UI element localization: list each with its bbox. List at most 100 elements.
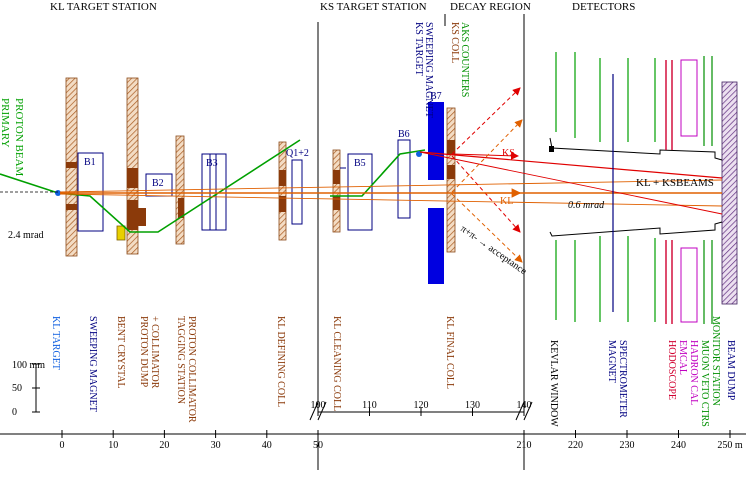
kevlar-window-mark	[549, 146, 554, 152]
collimator-insert	[138, 208, 146, 226]
ks-decay-down	[451, 155, 521, 233]
axis-tick-label: 210	[517, 440, 532, 451]
cleaning-insert-top	[333, 170, 340, 184]
axis-tick-label: 40	[262, 440, 272, 451]
ks-proton-beam	[330, 149, 426, 197]
scale-tick-50: 50	[12, 383, 22, 394]
b2-label: B2	[152, 178, 164, 189]
detectors-title: DETECTORS	[572, 1, 635, 13]
ks-decay-up	[451, 87, 521, 155]
axis-tick-label: 140	[517, 400, 532, 411]
axis-tick-label: 230	[620, 440, 635, 451]
kl-cleaning-collimator	[332, 149, 341, 233]
position-axis	[0, 401, 746, 470]
kl-target-insert-bottom	[66, 204, 77, 210]
axis-tick-label: 30	[211, 440, 221, 451]
tagging-insert	[178, 198, 184, 218]
acceptance-label: π+π- → acceptance	[458, 223, 529, 277]
axis-tick-label: 10	[108, 440, 118, 451]
b3-magnet	[201, 153, 227, 231]
angle-24-label: 2.4 mrad	[8, 230, 44, 241]
ks-target-label: KS TARGET	[413, 22, 424, 76]
aks-counters-label: AKS COUNTERS	[459, 22, 470, 97]
scale-tick-0: 0	[12, 407, 17, 418]
kl-target-label: KL TARGET	[50, 316, 61, 370]
axis-tick-label: 20	[159, 440, 169, 451]
spectrometer-label: SPECTROMETER	[617, 340, 628, 418]
plus-collimator-label: + COLLIMATOR	[149, 316, 160, 389]
monitor-station-label: MONITOR STATION	[710, 316, 721, 406]
b1-label: B1	[84, 157, 96, 168]
proton-dump-insert-bottom	[127, 200, 138, 230]
sweeping-magnet-label: SWEEPING MAGNET	[87, 316, 98, 412]
q12-label: Q1+2	[286, 148, 309, 159]
proton-dump-label: PROTON DUMP	[138, 316, 149, 388]
axis-tick-label: 0	[60, 440, 65, 451]
proton-dump-insert-top	[127, 168, 138, 188]
magnet-label: MAGNET	[606, 340, 617, 383]
kl-final-coll-label: KL FINAL COLL	[444, 316, 455, 389]
b5-magnet	[347, 153, 373, 231]
kl-defining-collimator	[278, 141, 287, 241]
primary-proton-beam	[0, 139, 301, 233]
b7-magnet-bottom	[428, 208, 444, 284]
kl-decay-down	[451, 193, 523, 263]
kl-defining-coll-label: KL DEFINING COLL	[275, 316, 286, 407]
axis-tick-label: 240	[671, 440, 686, 451]
q12-magnet	[291, 159, 303, 225]
axis-tick-label: 120	[414, 400, 429, 411]
final-insert-top	[447, 140, 455, 154]
muon-veto-label: MUON VETO CTRS	[699, 340, 710, 427]
vertical-scale	[32, 363, 40, 413]
kl-cleaning-coll-label: KL CLEANING COLL	[331, 316, 342, 411]
kl-decay-up	[451, 119, 523, 193]
tank-top	[549, 137, 723, 161]
b6-magnet	[397, 139, 411, 219]
proton-collimator-label: PROTON COLLIMATOR	[186, 316, 197, 423]
axis-tick-label: 250 m	[717, 440, 743, 451]
b6-label: B6	[398, 129, 410, 140]
klks-beams-label: KL + KSBEAMS	[636, 177, 714, 189]
b5-label: B5	[354, 158, 366, 169]
kl-target-insert-top	[66, 162, 77, 168]
kl-beam-lower	[59, 193, 723, 207]
cleaning-insert-bottom	[333, 196, 340, 210]
angle-06-label: 0.6 mrad	[568, 200, 605, 211]
defining-insert-bottom	[279, 196, 286, 212]
proton-dump-shield	[126, 77, 139, 255]
decay-region-title: DECAY REGION	[450, 1, 531, 13]
axis-tick-label: 50	[313, 440, 323, 451]
axis-tick-label: 220	[568, 440, 583, 451]
beam-dump-label: BEAM DUMP	[725, 340, 736, 401]
axis-tick-label: 100	[311, 400, 326, 411]
beam-dump-block	[721, 81, 738, 305]
bent-crystal-label: BENT CRYSTAL	[115, 316, 126, 389]
detector-planes	[555, 52, 713, 324]
ks-beam-lower	[419, 151, 723, 215]
emcal-label: EMCAL	[677, 340, 688, 375]
ks-coll-label: KS COLL	[449, 22, 460, 63]
axis-ticks: 0 10 20 30 40 50 100 110 120 130 140 210 220 230 240 25…	[60, 400, 743, 451]
tank-bottom	[549, 221, 723, 237]
tagging-station-label: TAGGING STATION	[175, 316, 186, 404]
ks-station-title: KS TARGET STATION	[320, 1, 427, 13]
bent-crystal	[116, 225, 126, 241]
kl-final-collimator	[446, 107, 456, 253]
ks-label: KS	[502, 148, 515, 159]
sweeping-magnet-top-label: SWEEPING MAGNET	[423, 22, 434, 118]
primary-beam-label-1: PRIMARY	[0, 98, 11, 148]
ks-beam	[419, 151, 723, 179]
axis-tick-label: 110	[362, 400, 377, 411]
axis-tick-label: 130	[465, 400, 480, 411]
kl-target-point	[55, 190, 61, 196]
b7-magnet-top	[428, 102, 444, 180]
b7-label: B7	[430, 91, 442, 102]
ks-arrow	[451, 151, 519, 160]
primary-beam-label-2: PROTON BEAM	[13, 98, 25, 177]
kevlar-window-label: KEVLAR WINDOW	[548, 340, 559, 427]
b3-label: B3	[206, 158, 218, 169]
hadron-cal-label: HADRON CAL	[688, 340, 699, 405]
scale-label: 100 mm	[12, 360, 45, 371]
